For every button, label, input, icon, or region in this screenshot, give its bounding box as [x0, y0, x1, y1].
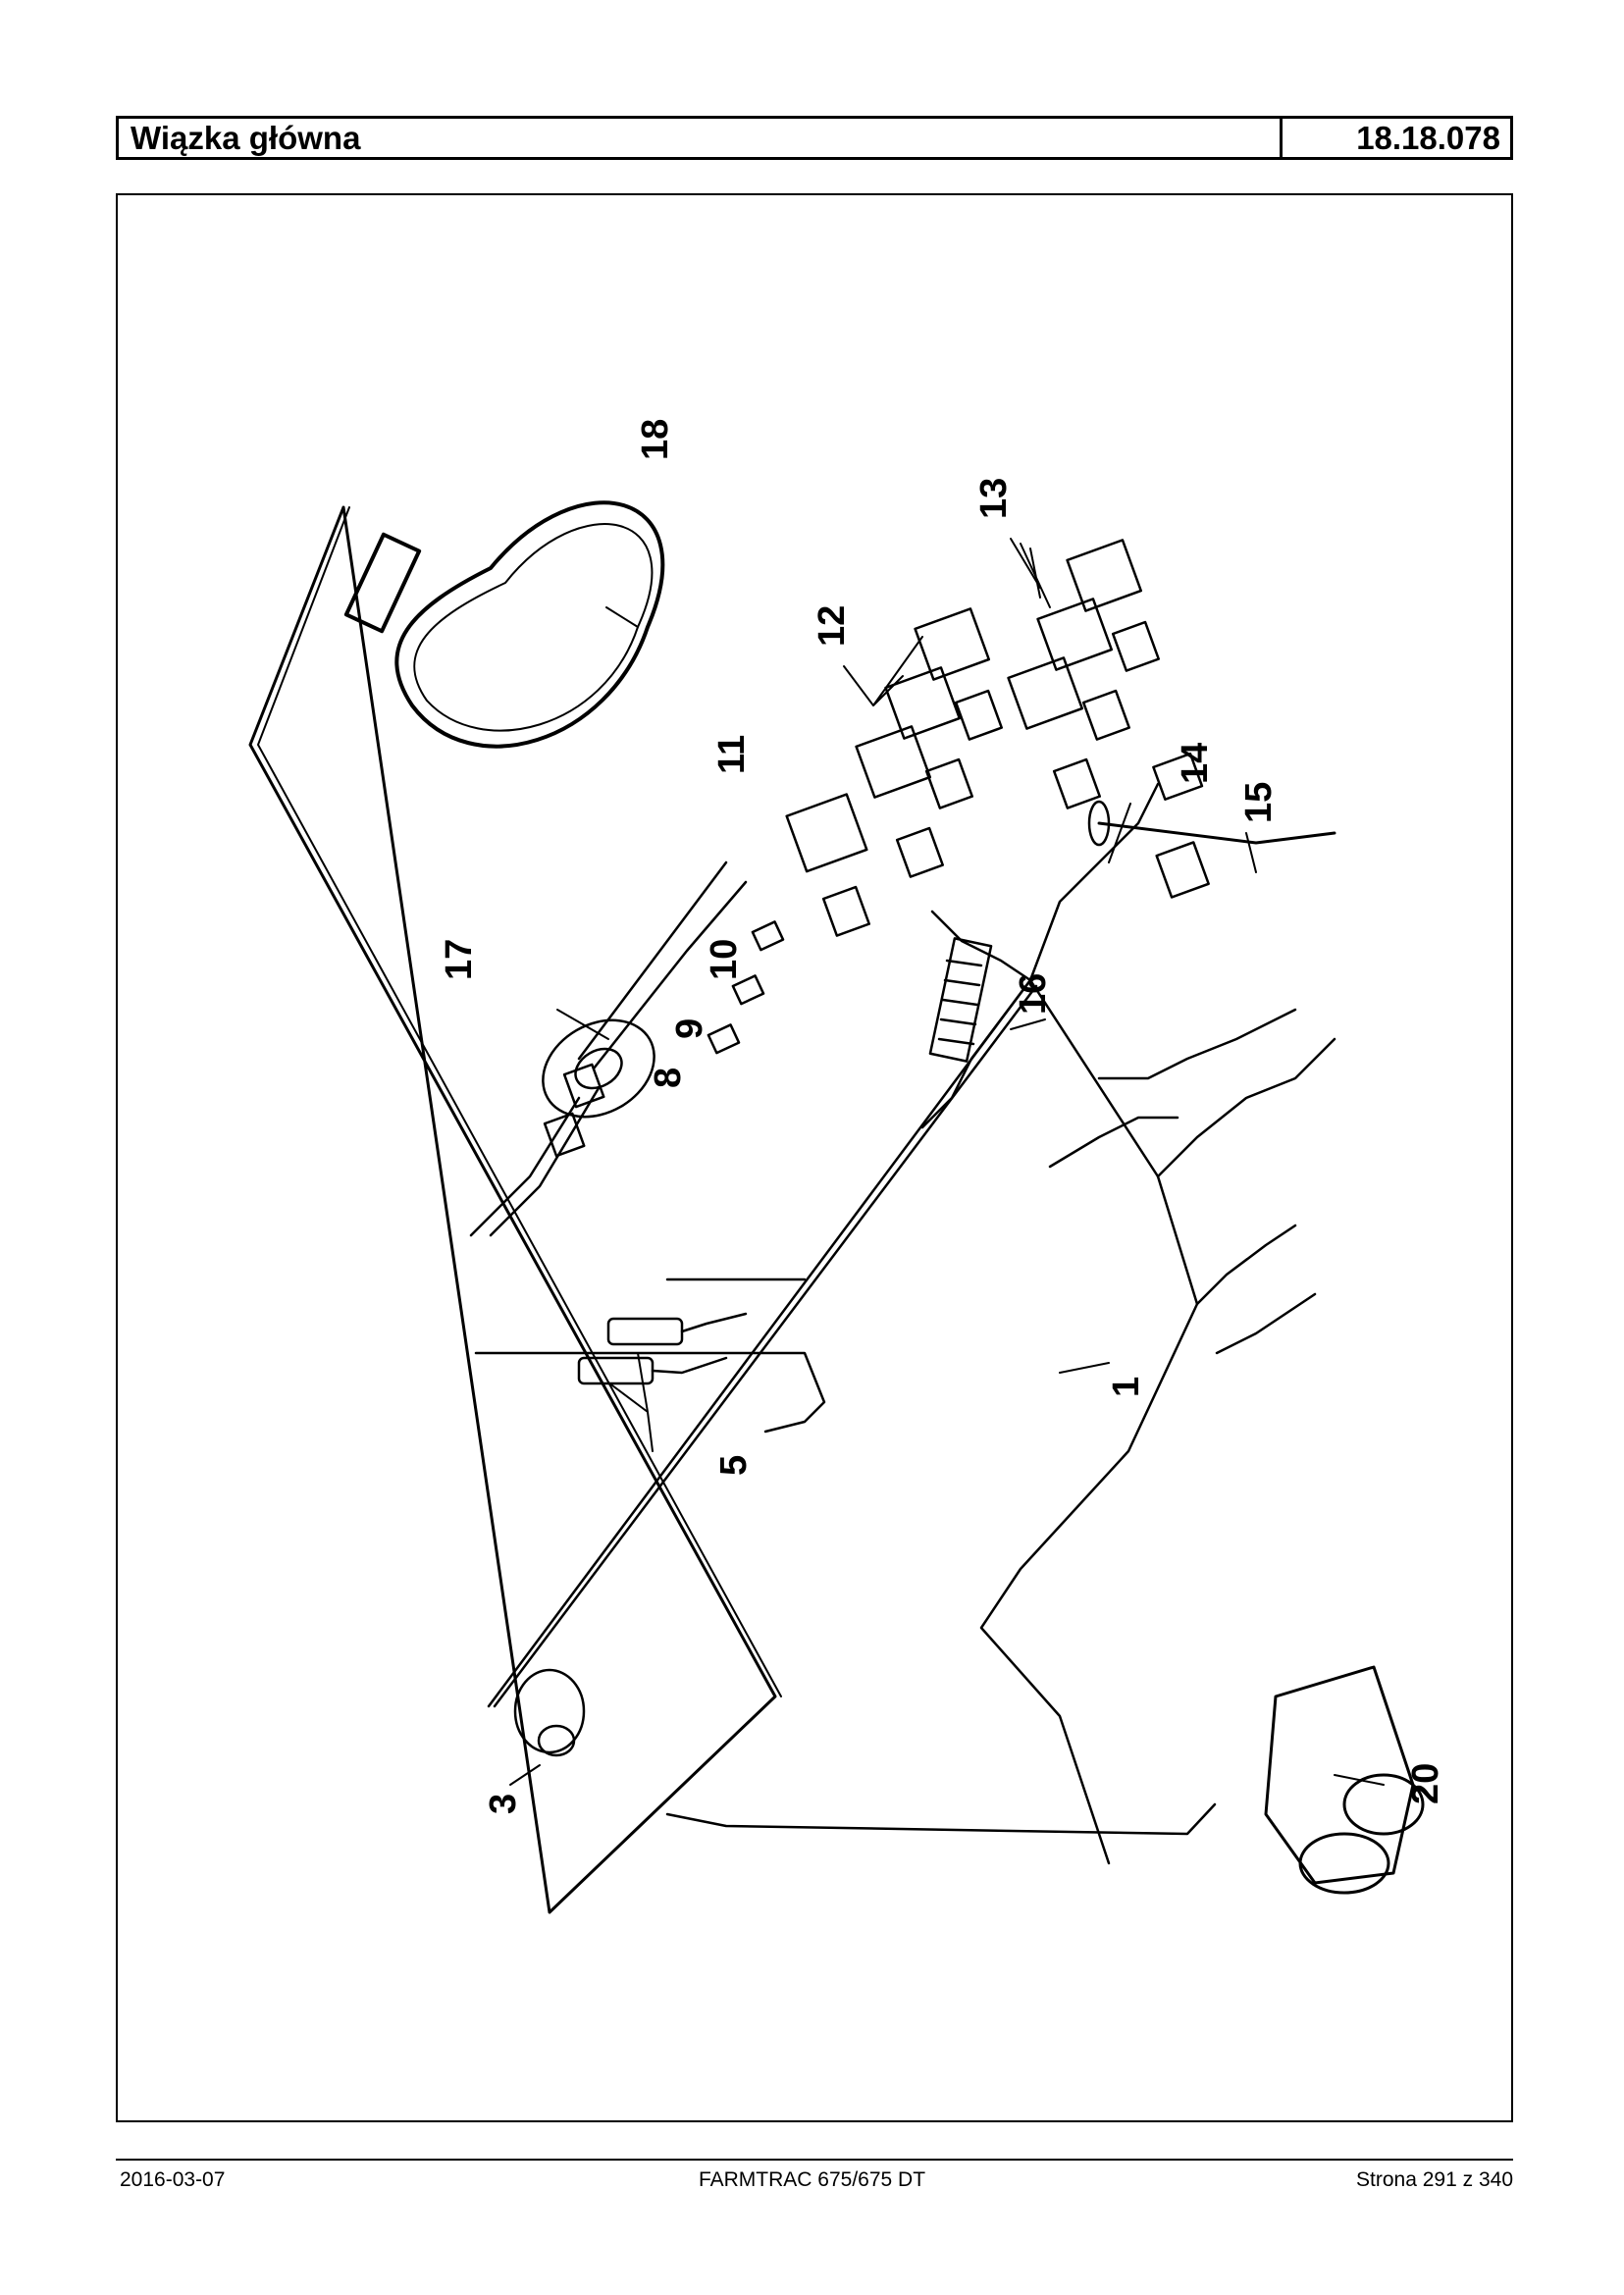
leader-lines	[509, 538, 1385, 1786]
harness-trunk	[248, 505, 1336, 1914]
callout-20: 20	[1405, 1763, 1446, 1804]
callout-17: 17	[439, 939, 480, 980]
section-title: Wiązka główna	[119, 119, 1283, 157]
footer-model: FARMTRAC 675/675 DT	[698, 2168, 926, 2191]
callout-12: 12	[812, 605, 853, 647]
page-header: Wiązka główna 18.18.078	[116, 116, 1513, 160]
fuse-box	[928, 937, 993, 1063]
callout-1: 1	[1106, 1377, 1147, 1397]
connector-blocks	[785, 539, 1210, 937]
sensor-15	[1087, 752, 1336, 847]
socket-3	[513, 1668, 586, 1757]
callout-labels: 18 13 12 11 14 15 17 10 9 8 16 1 5 3 20	[439, 419, 1446, 1814]
callout-8: 8	[648, 1068, 689, 1088]
callout-3: 3	[483, 1794, 524, 1814]
footer-page-number: Strona 291 z 340	[1356, 2168, 1513, 2191]
callout-5: 5	[713, 1455, 755, 1476]
callout-15: 15	[1238, 782, 1280, 823]
instrument-cluster	[343, 500, 665, 749]
callout-16: 16	[1013, 973, 1054, 1015]
combination-switch	[469, 861, 748, 1237]
small-switches	[707, 920, 785, 1055]
brake-switches	[577, 1312, 748, 1385]
callout-10: 10	[704, 939, 745, 980]
footer-date: 2016-03-07	[120, 2168, 226, 2191]
footer-divider	[116, 2159, 1513, 2161]
callout-9: 9	[669, 1018, 710, 1039]
callout-14: 14	[1175, 743, 1216, 784]
wiring-harness-drawing: 18 13 12 11 14 15 17 10 9 8 16 1 5 3 20	[248, 419, 1446, 1914]
callout-11: 11	[711, 735, 753, 774]
callout-18: 18	[635, 419, 676, 460]
section-code: 18.18.078	[1356, 120, 1500, 156]
exploded-diagram-frame: 18 13 12 11 14 15 17 10 9 8 16 1 5 3 20	[116, 193, 1513, 2122]
horn-20	[1264, 1665, 1425, 1895]
callout-13: 13	[973, 478, 1015, 519]
